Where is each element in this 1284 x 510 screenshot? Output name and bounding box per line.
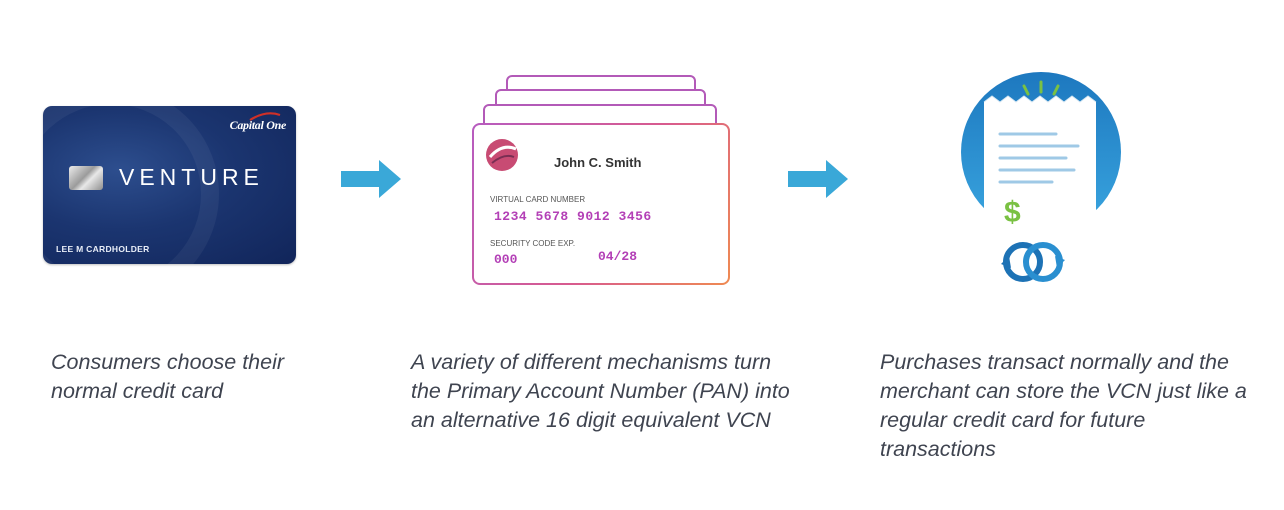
virtual-card-number: 1234 5678 9012 3456: [494, 209, 652, 224]
credit-card-image: Capital One VENTURE LEE M CARDHOLDER: [43, 106, 296, 264]
caption-step-3: Purchases transact normally and the merc…: [880, 350, 1247, 461]
arrow-right-icon: [788, 160, 848, 198]
virtual-card-number-label: VIRTUAL CARD NUMBER: [490, 195, 586, 204]
virtual-card: John C. Smith VIRTUAL CARD NUMBER 1234 5…: [472, 123, 730, 285]
card-chip: [69, 166, 103, 190]
caption-step-1: Consumers choose their normal credit car…: [51, 350, 285, 403]
dollar-sign: $: [1004, 196, 1021, 229]
capital-one-logo: Capital One: [229, 118, 287, 132]
virtual-card-holder-name: John C. Smith: [554, 155, 642, 170]
card-product-name: VENTURE: [119, 164, 264, 190]
caption-step-2: A variety of different mechanisms turn t…: [411, 350, 790, 432]
receipt-icon: $: [946, 72, 1136, 297]
arrow-right-icon: [341, 160, 401, 198]
virtual-card-security-label: SECURITY CODE EXP.: [490, 239, 576, 248]
cardholder-name: LEE M CARDHOLDER: [56, 244, 150, 254]
virtual-card-logo-icon: [486, 139, 518, 171]
virtual-card-expiry: 04/28: [598, 249, 638, 264]
link-sync-icon: [997, 234, 1069, 295]
virtual-card-security-code: 000: [494, 252, 518, 267]
capital-one-swoosh-icon: [249, 112, 281, 121]
